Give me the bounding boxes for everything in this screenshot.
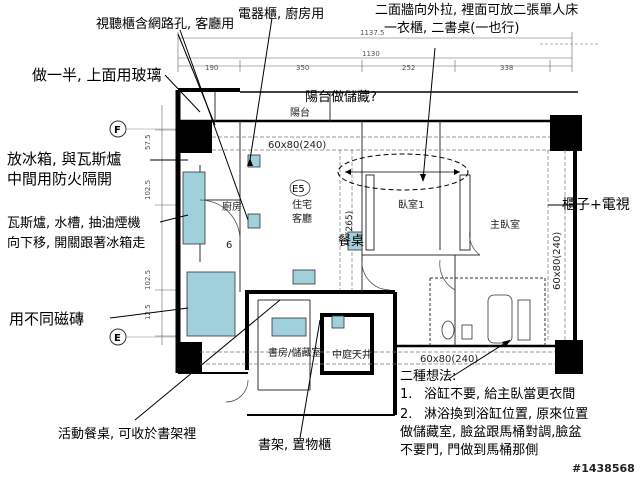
annotation-fridge-line1: 放冰箱, 與瓦斯爐	[7, 150, 122, 168]
svg-text:F: F	[114, 125, 121, 136]
option2-line1: 淋浴換到浴缸位置, 原來位置	[424, 407, 589, 422]
annotation-tv-cabinet: 視聽櫃含網路孔, 客廳用	[96, 17, 235, 32]
dim-seg3: 252	[402, 64, 415, 72]
arrowhead-options	[502, 340, 510, 347]
annotation-stove-line2: 向下移, 開關跟著冰箱走	[7, 236, 146, 251]
annotation-bookshelf: 書架, 置物櫃	[258, 438, 332, 453]
annotation-walls-line1: 二面牆向外拉, 裡面可放二張單人床	[375, 3, 579, 18]
annotation-dining: 餐桌	[338, 234, 365, 249]
beams	[200, 136, 566, 365]
room-master-label: 主臥室	[490, 218, 520, 231]
inner-storage-box	[320, 313, 374, 375]
wall-expansion-ellipse	[337, 153, 469, 191]
outer-walls	[175, 88, 578, 416]
option2-number: 2.	[400, 407, 413, 422]
svg-text:E: E	[114, 333, 121, 344]
room-living-label2: 客廳	[292, 212, 312, 225]
annotation-fridge-line2: 中間用防火隔開	[7, 170, 113, 188]
annotation-tiles: 用不同磁磚	[9, 310, 85, 328]
room-storage-label: 中庭天井	[332, 348, 372, 361]
room-balcony-label: 陽台	[290, 106, 310, 119]
option1-text: 浴缸不要, 給主臥當更衣間	[424, 387, 576, 402]
arrowhead-walls	[420, 174, 426, 182]
dim-seg1: 190	[205, 64, 218, 72]
leader-lines	[109, 17, 575, 439]
beam-bottom-label: 60x80(240)	[420, 354, 478, 365]
axis-marker-e: E	[109, 328, 178, 346]
dim-v2: 102.5	[144, 180, 152, 200]
room-bedroom1-label: 臥室1	[398, 198, 424, 211]
annotation-walls-line2: 一衣櫃, 二書桌(一也行)	[384, 21, 520, 36]
dim-seg2: 350	[296, 64, 309, 72]
annotation-dining-desk: 活動餐桌, 可收於書架裡	[58, 427, 197, 442]
watermark: #1438568	[572, 462, 635, 475]
option2-line2: 做儲藏室, 臉盆跟馬桶對調,臉盆	[400, 425, 582, 440]
option2-line3: 不要門, 門做到馬桶那側	[400, 443, 539, 458]
wardrobe-units	[365, 174, 471, 251]
structural-columns	[178, 115, 583, 374]
annotation-half-glass: 做一半, 上面用玻璃	[32, 66, 162, 84]
room-kitchen-label: 廚房	[222, 200, 242, 213]
beam-top-label: 60x80(240)	[268, 140, 326, 151]
dim-total: 1137.5	[360, 29, 385, 37]
annotation-cabinet-tv: 櫃子+電視	[562, 197, 630, 213]
dim-inner: 1130	[362, 50, 380, 58]
unit-code-marker	[289, 179, 311, 197]
dim-v1: 57.5	[144, 134, 152, 150]
label-6: 6	[226, 240, 232, 251]
dimension-lines	[155, 32, 600, 345]
bathroom-fixtures	[441, 294, 531, 344]
options-title: 二種想法:	[400, 369, 457, 384]
unit-code-label: E5	[292, 184, 305, 195]
option1-number: 1.	[400, 387, 413, 402]
annotation-appliance-cabinet: 電器櫃, 廚房用	[238, 7, 325, 22]
beam-right-label: 60x80(240)	[552, 232, 563, 290]
arrowhead-appliance	[247, 158, 253, 166]
dim-seg4: 338	[500, 64, 513, 72]
dim-v3: 102.5	[144, 270, 152, 290]
dim-v4: 12.5	[144, 304, 152, 320]
room-study-label: 書房/儲藏室	[268, 346, 321, 359]
beam-mid-label: (265)	[345, 211, 355, 235]
axis-marker-f: F	[109, 120, 178, 138]
room-living-label1: 住宅	[292, 198, 312, 211]
fixtures	[182, 154, 363, 337]
annotation-balcony-storage: 陽台做儲藏?	[305, 90, 377, 105]
door-swings	[199, 199, 481, 403]
annotation-stove-line1: 瓦斯爐, 水槽, 抽油煙機	[7, 216, 141, 231]
